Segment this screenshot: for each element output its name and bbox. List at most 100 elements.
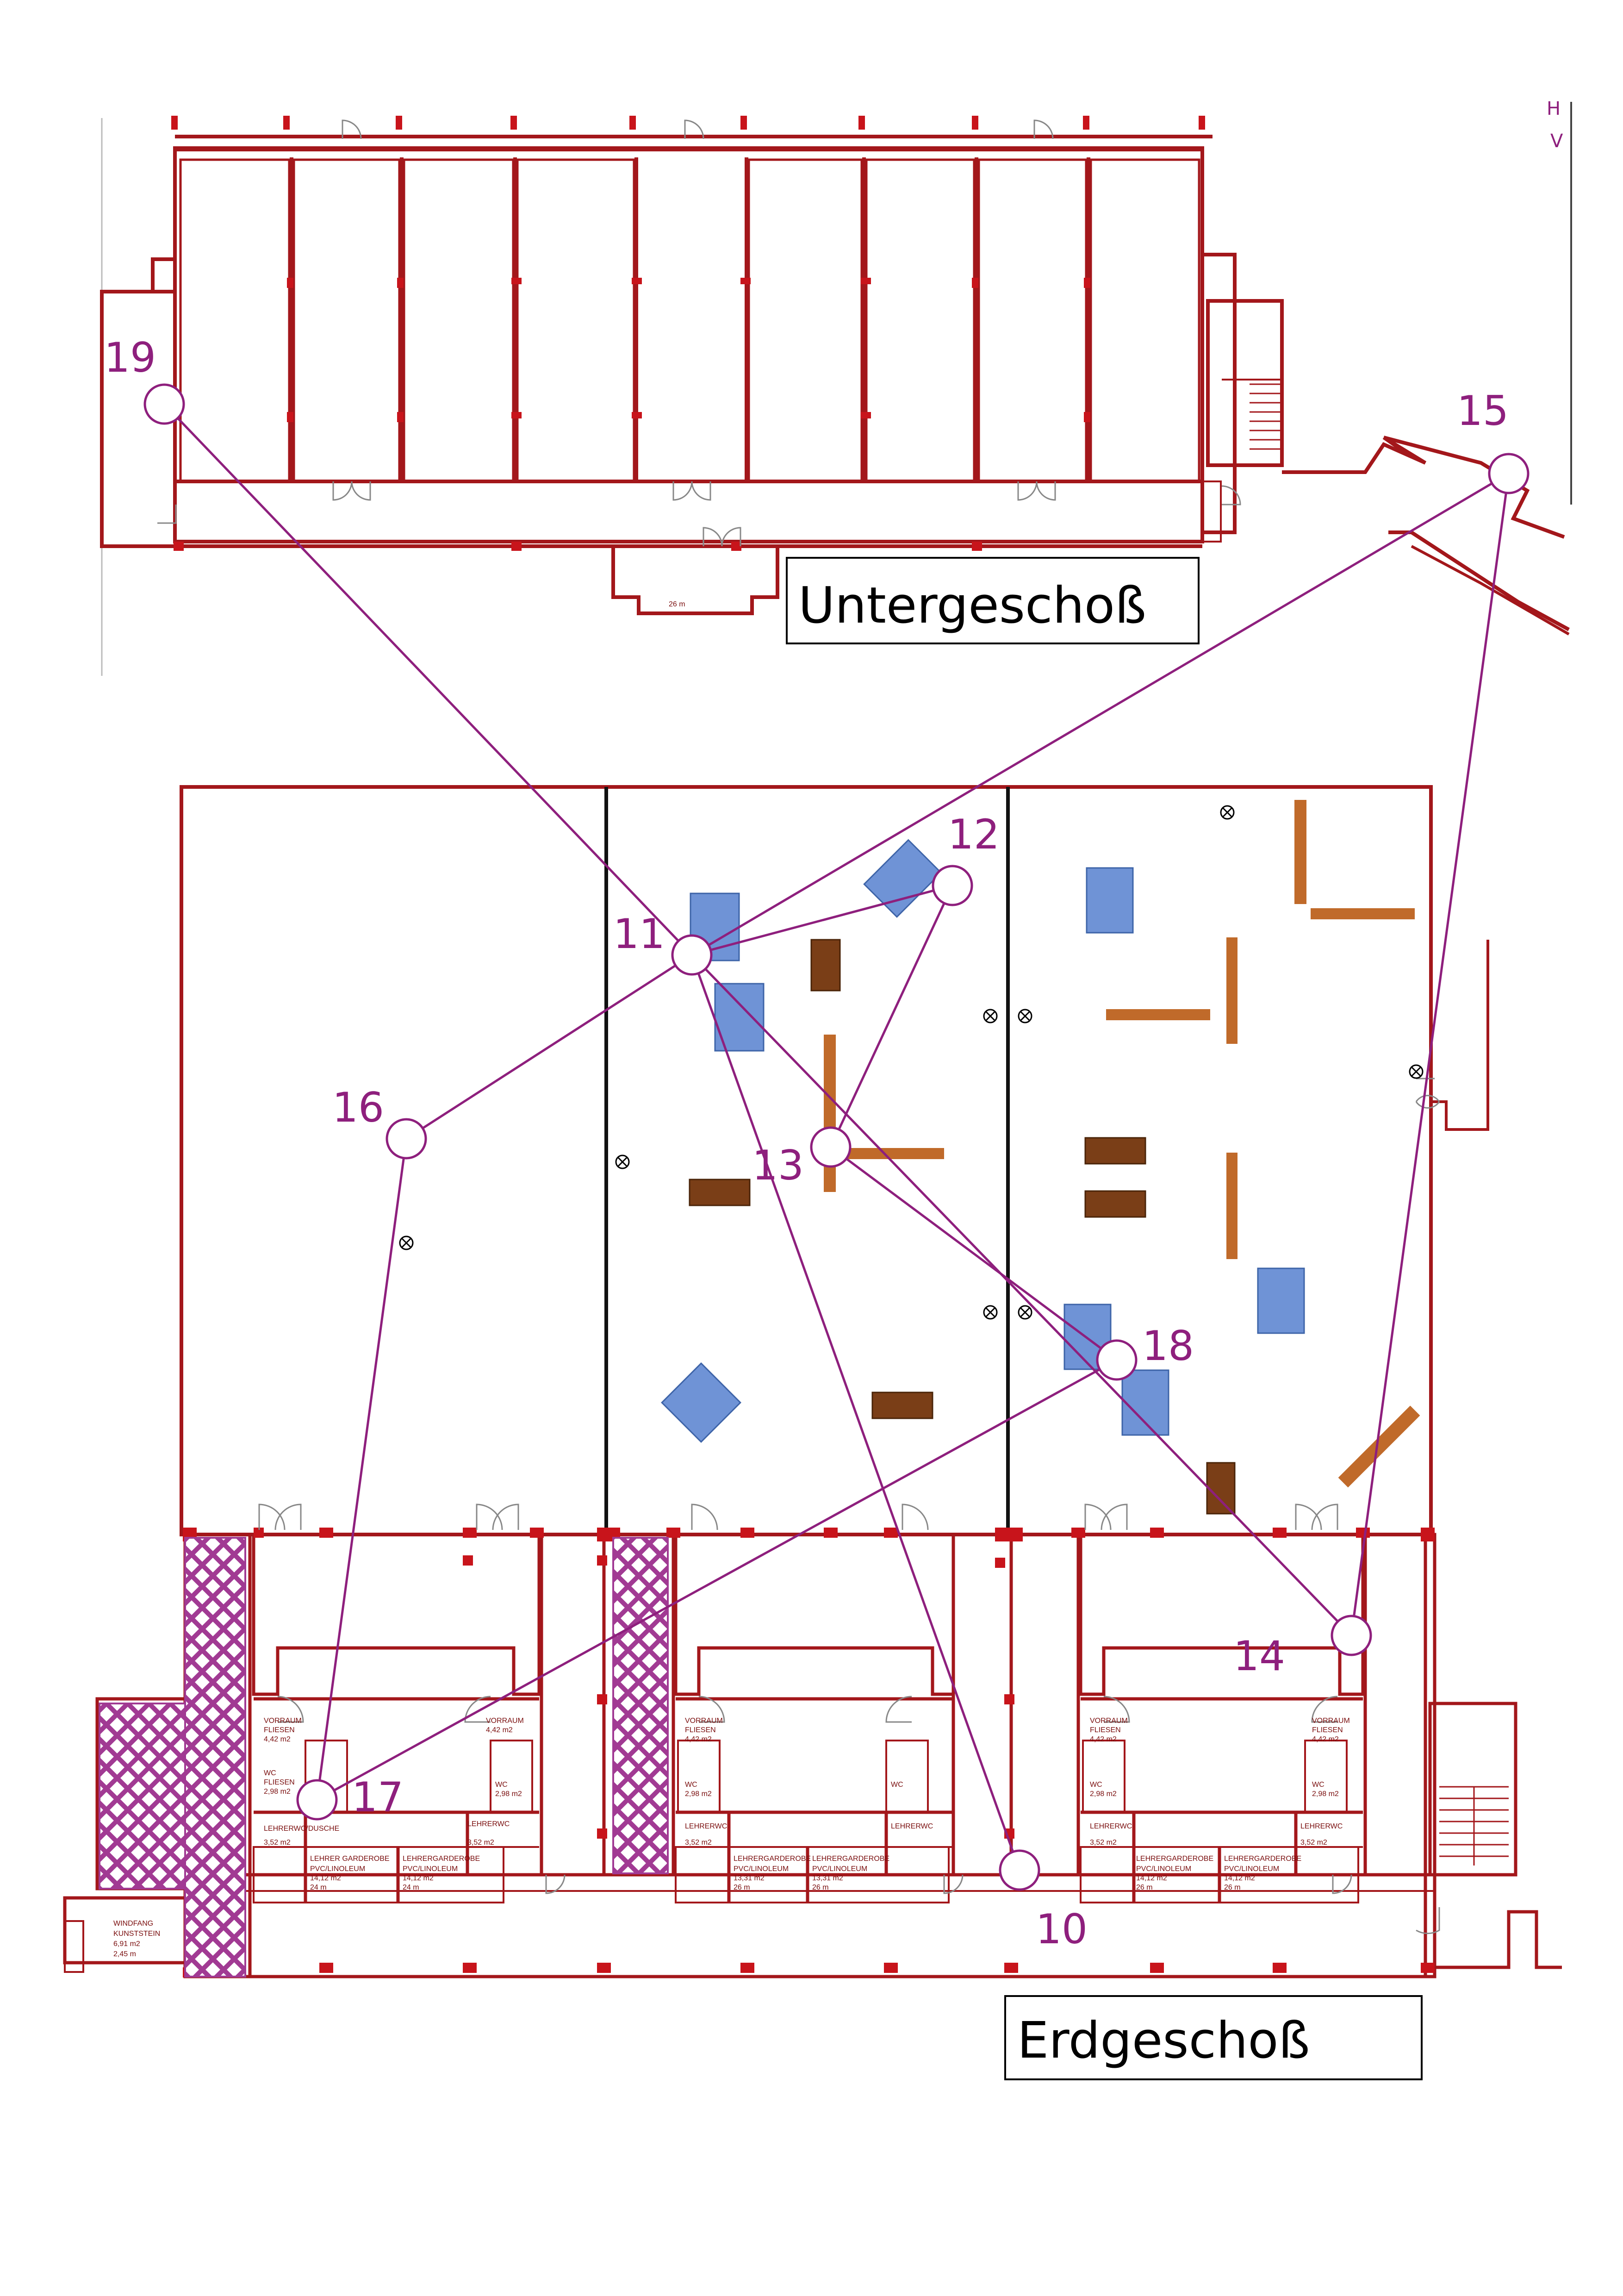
room-lehrergarderobe-4: LEHRERGARDEROBE — [1136, 1855, 1213, 1863]
room-vorraum-3: VORRAUM — [685, 1717, 723, 1725]
room-wc-2: WC — [495, 1781, 508, 1789]
room-length-2: 24 m — [403, 1884, 419, 1891]
socket-icon — [1018, 1009, 1032, 1023]
room-pvc-1: PVC/LINOLEUM — [310, 1865, 365, 1873]
room-lehrergarderobe-1: LEHRERGARDEROBE — [403, 1855, 480, 1863]
upper-wall-markers — [171, 116, 1205, 551]
room-lwc-dusche: LEHRERWC/DUSCHE — [264, 1825, 339, 1833]
upper-corridor-length: 26 m — [669, 600, 685, 608]
room-area-1: 4,42 m2 — [264, 1735, 291, 1743]
marker-circle-16 — [386, 1118, 427, 1160]
room-lehrergarderobe-3: LEHRERGARDEROBE — [812, 1855, 889, 1863]
room-pvc-5: PVC/LINOLEUM — [1136, 1865, 1191, 1873]
room-area-14: 4,42 m2 — [1090, 1735, 1117, 1743]
socket-icon — [399, 1235, 414, 1250]
room-area-18: 3,52 m2 — [1090, 1839, 1117, 1847]
room-area-7: 14,12 m2 — [310, 1874, 341, 1882]
ground-floor-label: Erdgeschoß — [1017, 2012, 1310, 2070]
room-area-5: 3,52 m2 — [264, 1839, 291, 1847]
socket-icon — [1018, 1305, 1032, 1320]
socket-icon — [1409, 1064, 1424, 1079]
path-lines — [163, 403, 1510, 1871]
marker-label-11: 11 — [613, 910, 665, 958]
room-lwc-2: LEHRERWC — [685, 1822, 727, 1830]
room-area-16: 2,98 m2 — [1090, 1790, 1117, 1798]
room-lehrer-garderobe: LEHRER GARDEROBE — [310, 1855, 390, 1863]
room-area-21: 14,12 m2 — [1224, 1874, 1255, 1882]
room-kunststein: KUNSTSTEIN — [113, 1930, 160, 1938]
marker-label-18: 18 — [1142, 1322, 1194, 1370]
room-length-5: 26 m — [1136, 1884, 1153, 1891]
brown-blocks — [689, 939, 1236, 1515]
marker-circle-14 — [1331, 1615, 1372, 1656]
upper-floor-plan — [100, 102, 1572, 676]
ground-service-wing — [63, 1533, 1562, 1978]
socket-icons — [399, 805, 1424, 1320]
socket-icon — [983, 1009, 998, 1023]
marker-label-14: 14 — [1233, 1632, 1285, 1680]
room-lwc-5: LEHRERWC — [1300, 1822, 1343, 1830]
room-length-3: 26 m — [734, 1884, 750, 1891]
upper-doors — [157, 119, 1241, 547]
room-area-2: 4,42 m2 — [486, 1726, 513, 1734]
room-length-windfang: 2,45 m — [113, 1950, 136, 1958]
room-lwc-3: LEHRERWC — [891, 1822, 933, 1830]
room-pvc-4: PVC/LINOLEUM — [812, 1865, 867, 1873]
room-wc-6: WC — [1312, 1781, 1325, 1789]
room-fliesen-5: FLIESEN — [1312, 1726, 1343, 1734]
marker-label-16: 16 — [332, 1084, 384, 1131]
marker-circle-13 — [810, 1126, 852, 1168]
room-area-9: 4,42 m2 — [685, 1735, 712, 1743]
room-vorraum-5: VORRAUM — [1312, 1717, 1350, 1725]
ground-doors — [258, 1504, 1440, 1934]
room-lwc-1: LEHRERWC — [467, 1820, 510, 1828]
room-fliesen-1: FLIESEN — [264, 1726, 295, 1734]
room-wc-3: WC — [685, 1781, 697, 1789]
room-area-windfang: 6,91 m2 — [113, 1940, 140, 1948]
room-area-11: 3,52 m2 — [685, 1839, 712, 1847]
ground-floor-label-box — [1004, 1995, 1423, 2080]
room-area-15: 4,42 m2 — [1312, 1735, 1339, 1743]
marker-label-12: 12 — [948, 811, 1000, 858]
beams — [824, 800, 1420, 1488]
marker-label-19: 19 — [104, 334, 156, 381]
socket-icon — [615, 1154, 630, 1169]
room-wc-4: WC — [891, 1781, 903, 1789]
marker-labels: 19 15 12 11 16 13 18 14 17 10 — [104, 334, 1509, 1953]
marker-circle-12 — [932, 865, 973, 906]
header-letter-2: V — [1550, 131, 1563, 152]
marker-label-13: 13 — [752, 1142, 804, 1189]
room-pvc-3: PVC/LINOLEUM — [734, 1865, 789, 1873]
hatched-areas — [99, 1537, 669, 1978]
path-markers — [143, 383, 1530, 1891]
room-fliesen-4: FLIESEN — [1090, 1726, 1121, 1734]
marker-label-10: 10 — [1036, 1905, 1088, 1953]
marker-label-15: 15 — [1457, 387, 1509, 435]
room-wc-5: WC — [1090, 1781, 1102, 1789]
room-area-20: 14,12 m2 — [1136, 1874, 1167, 1882]
marker-circle-11 — [671, 934, 713, 976]
room-area-12: 13,31 m2 — [734, 1874, 765, 1882]
room-area-10: 2,98 m2 — [685, 1790, 712, 1798]
header-letter-1: H — [1547, 98, 1561, 119]
upper-floor-label: Untergeschoß — [798, 577, 1146, 635]
marker-circle-19 — [143, 383, 185, 425]
room-area-17: 2,98 m2 — [1312, 1790, 1339, 1798]
room-vorraum-1: VORRAUM — [264, 1717, 302, 1725]
room-lehrergarderobe-5: LEHRERGARDEROBE — [1224, 1855, 1301, 1863]
marker-circle-15 — [1488, 453, 1530, 494]
room-fliesen-2: FLIESEN — [264, 1778, 295, 1786]
room-area-13: 13,31 m2 — [812, 1874, 843, 1882]
room-vorraum-4: VORRAUM — [1090, 1717, 1128, 1725]
room-wc-1: WC — [264, 1769, 276, 1777]
ground-wall-markers — [183, 1528, 1435, 1978]
room-length-1: 24 m — [310, 1884, 327, 1891]
room-area-6: 3,52 m2 — [467, 1839, 494, 1847]
room-vorraum-2: VORRAUM — [486, 1717, 524, 1725]
room-area-19: 3,52 m2 — [1300, 1839, 1327, 1847]
room-labels: VORRAUM FLIESEN 4,42 m2 VORRAUM 4,42 m2 … — [113, 1717, 1350, 1958]
room-fliesen-3: FLIESEN — [685, 1726, 716, 1734]
marker-label-17: 17 — [352, 1773, 404, 1821]
upper-floor-label-box — [786, 557, 1200, 644]
